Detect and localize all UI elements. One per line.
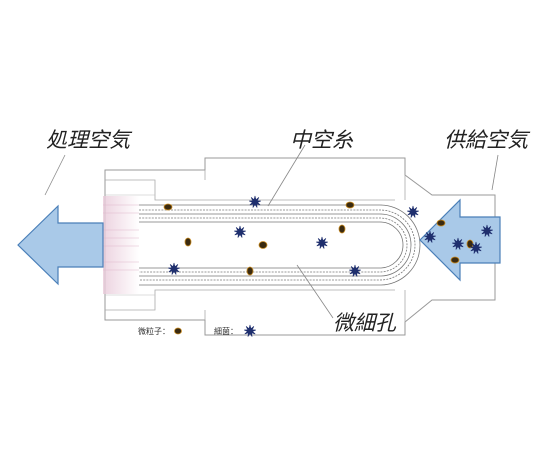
particle-icon [184, 237, 192, 247]
bacteria-icon [315, 236, 329, 249]
bacteria-icon [406, 205, 420, 218]
treated-air-leader [44, 154, 66, 196]
particle-icon [258, 241, 268, 249]
bacteria-icon [423, 230, 437, 243]
hollow-fiber-label: 中空糸 [290, 128, 353, 152]
particle-icon [163, 203, 173, 211]
legend-bacteria-label: 細菌： [214, 327, 238, 336]
bacteria-icon [348, 264, 362, 277]
bacteria-icon [167, 262, 181, 275]
potting-block [103, 196, 139, 294]
particle-icon [345, 201, 355, 209]
particle-icon [450, 256, 460, 264]
hollow-fiber-leader [267, 144, 306, 207]
bacteria-icon [480, 224, 494, 237]
legend-bacteria-icon [243, 324, 257, 337]
particles [163, 201, 474, 276]
particle-icon [436, 219, 446, 227]
legend-particle-icon [174, 327, 182, 335]
legend-particle-label: 微粒子： [138, 327, 170, 336]
particle-icon [338, 224, 346, 234]
micropore-leader [296, 264, 334, 319]
micropore-label: 微細孔 [333, 311, 396, 335]
particle-icon [246, 266, 254, 276]
supply-air-label: 供給空気 [444, 128, 528, 152]
bacteria [167, 195, 494, 277]
treated-air-label: 処理空気 [46, 128, 130, 152]
bacteria-icon [233, 225, 247, 238]
hollow-fiber [139, 204, 421, 286]
bacteria-icon [451, 237, 465, 250]
bacteria-icon [469, 241, 483, 254]
filter-housing [104, 157, 496, 336]
supply-air-leader [491, 154, 499, 191]
bacteria-icon [243, 324, 257, 337]
treated-air-arrow [17, 204, 104, 286]
bacteria-icon [248, 195, 262, 208]
